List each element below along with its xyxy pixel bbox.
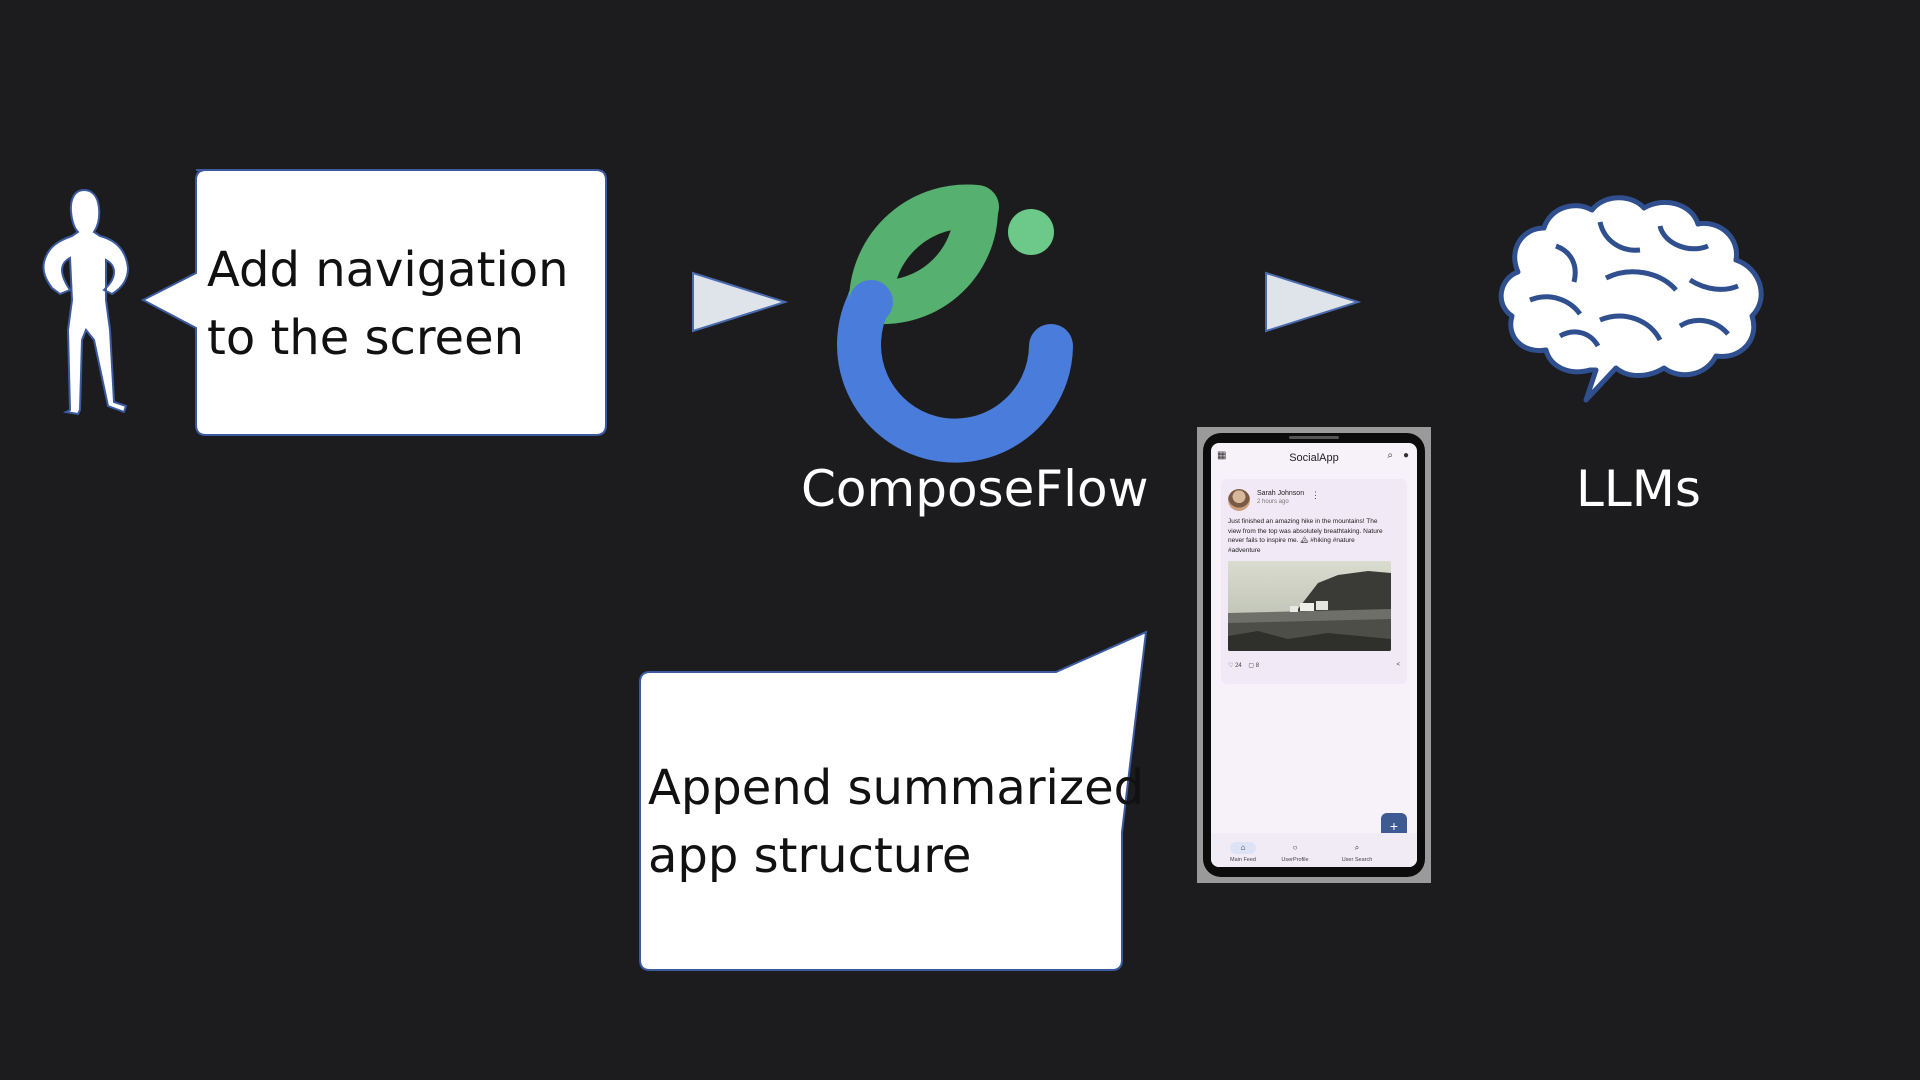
bottom-navigation: ⌂ Main Feed ○ UserProfile ⌕ User Search <box>1211 833 1417 867</box>
phone-mockup: ▦ SocialApp ⌕ ● Sarah Johnson 2 hours ag… <box>1197 427 1431 883</box>
nav-item-user-profile[interactable]: ○ UserProfile <box>1263 837 1327 863</box>
home-icon: ⌂ <box>1230 842 1256 854</box>
nav-item-main-feed[interactable]: ⌂ Main Feed <box>1211 837 1275 863</box>
search-icon: ⌕ <box>1354 843 1360 852</box>
nav-item-user-search[interactable]: ⌕ User Search <box>1325 837 1389 863</box>
avatar[interactable] <box>1228 489 1250 511</box>
request-text-line1: Add navigation <box>207 242 569 298</box>
request-text: Add navigation to the screen <box>207 236 569 372</box>
profile-icon[interactable]: ● <box>1402 450 1409 461</box>
more-options-icon[interactable]: ⋮ <box>1311 490 1320 500</box>
like-count: 24 <box>1235 663 1242 669</box>
phone-screen: ▦ SocialApp ⌕ ● Sarah Johnson 2 hours ag… <box>1211 443 1417 867</box>
llms-label: LLMs <box>1576 460 1701 518</box>
append-text-line1: Append summarized <box>648 760 1145 816</box>
post-card[interactable]: Sarah Johnson 2 hours ago ⋮ Just finishe… <box>1221 479 1407 684</box>
request-speech-bubble <box>140 169 607 436</box>
arrow-to-composeflow <box>692 271 789 333</box>
apps-grid-icon[interactable]: ▦ <box>1217 450 1227 461</box>
post-time: 2 hours ago <box>1257 499 1289 505</box>
person-icon <box>42 188 130 416</box>
search-icon[interactable]: ⌕ <box>1387 450 1393 461</box>
nav-label-user-search: User Search <box>1341 857 1373 863</box>
append-text: Append summarized app structure <box>648 754 1144 890</box>
phone-body: ▦ SocialApp ⌕ ● Sarah Johnson 2 hours ag… <box>1203 433 1425 877</box>
nav-label-main-feed: Main Feed <box>1230 857 1256 863</box>
like-icon[interactable]: ♡ <box>1228 663 1234 669</box>
composeflow-label: ComposeFlow <box>801 460 1149 518</box>
phone-speaker <box>1289 436 1339 439</box>
arrow-to-llms <box>1265 271 1362 333</box>
landscape-photo <box>1228 561 1391 651</box>
post-text: Just finished an amazing hike in the mou… <box>1228 518 1383 554</box>
append-text-line2: app structure <box>648 828 972 884</box>
app-title: SocialApp <box>1289 452 1339 464</box>
share-icon[interactable]: < <box>1396 662 1400 668</box>
post-actions: ♡ 24 ▢ 8 < <box>1228 662 1400 674</box>
composeflow-logo-icon <box>837 184 1073 463</box>
brain-icon <box>1498 195 1764 403</box>
post-image[interactable] <box>1228 561 1391 651</box>
person-icon: ○ <box>1292 843 1298 852</box>
post-author[interactable]: Sarah Johnson <box>1257 490 1305 497</box>
append-speech-bubble <box>639 630 1148 971</box>
app-bar: ▦ SocialApp ⌕ ● <box>1211 443 1417 471</box>
comment-count: 8 <box>1255 663 1260 669</box>
comment-icon[interactable]: ▢ <box>1248 663 1255 669</box>
request-text-line2: to the screen <box>207 310 525 366</box>
nav-label-user-profile: UserProfile <box>1281 857 1309 863</box>
